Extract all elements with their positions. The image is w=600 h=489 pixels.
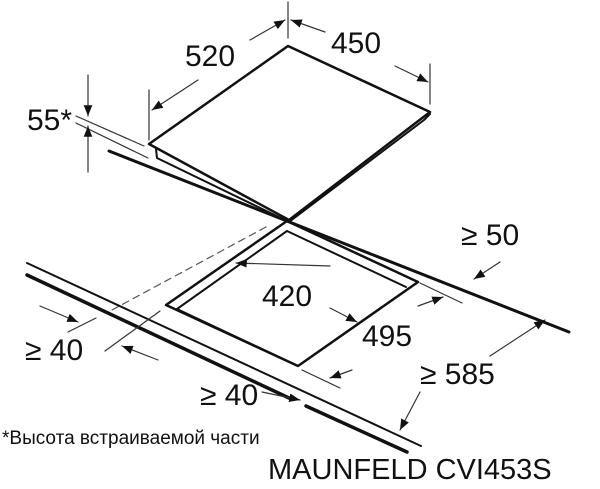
dimension-side-clearance: ≥ 40 xyxy=(25,334,83,367)
dimension-worktop-depth: ≥ 585 xyxy=(420,358,495,391)
cutout-inner xyxy=(176,230,407,367)
dimension-height: 55* xyxy=(27,104,72,137)
worktop-front-edge-top xyxy=(26,262,422,447)
dimension-lines xyxy=(39,1,546,431)
footnote: *Высота встраиваемой части xyxy=(2,428,260,449)
dashed-line xyxy=(111,226,267,311)
worktop-front-edge-right xyxy=(304,404,409,454)
dimension-back-clearance: ≥ 50 xyxy=(461,219,519,252)
dimension-width: 450 xyxy=(331,27,381,60)
dimension-front-clearance: ≥ 40 xyxy=(200,379,258,412)
worktop-back-edge xyxy=(107,149,571,334)
dimension-cutout-width: 420 xyxy=(262,280,312,313)
worktop-front-edge xyxy=(25,273,291,400)
dimension-cutout-depth: 495 xyxy=(362,320,412,353)
model-name: MAUNFELD CVI453S xyxy=(268,454,552,486)
dimension-depth: 520 xyxy=(185,40,235,73)
hob-top xyxy=(147,44,432,222)
